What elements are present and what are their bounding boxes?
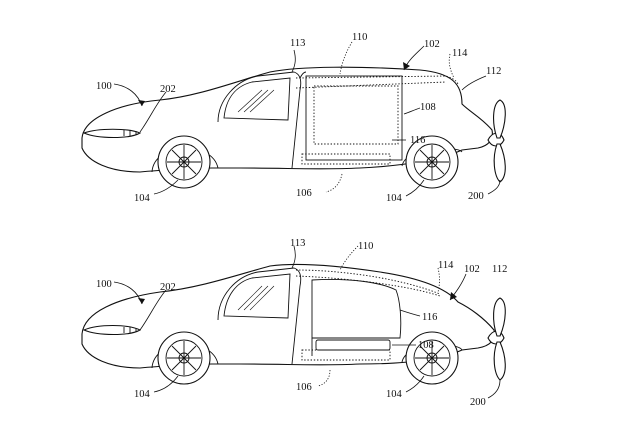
upper-cargo-compartment bbox=[313, 85, 399, 145]
upper-reference-numerals: 100 202 113 110 102 114 112 108 116 106 … bbox=[96, 32, 501, 204]
lower-door-outline bbox=[217, 267, 302, 365]
upper-roof-seam bbox=[295, 75, 459, 85]
upper-door-edge bbox=[299, 71, 307, 79]
lower-vehicle-figure bbox=[81, 263, 506, 385]
upper-label-propeller: 200 bbox=[468, 191, 484, 202]
upper-side-window bbox=[223, 77, 291, 121]
lower-label-door-edge: 113 bbox=[290, 238, 305, 249]
lower-label-vehicle: 100 bbox=[96, 279, 112, 290]
upper-label-tail-fairing: 112 bbox=[486, 66, 501, 77]
lower-label-headlight: 202 bbox=[160, 282, 176, 293]
upper-label-roof-line: 110 bbox=[352, 32, 367, 43]
upper-floor-storage bbox=[301, 153, 391, 165]
lower-cargo-door bbox=[311, 279, 402, 339]
lower-floor-storage bbox=[301, 349, 391, 361]
lower-label-aircraft-body: 102 bbox=[464, 264, 480, 275]
lower-label-rear-wheel: 104 bbox=[386, 389, 403, 400]
upper-cargo-door bbox=[305, 75, 403, 161]
lower-reference-numerals: 100 202 113 110 114 102 112 116 108 106 … bbox=[96, 238, 507, 408]
upper-roof-line-dotted bbox=[295, 81, 447, 89]
lower-front-wheel bbox=[157, 331, 211, 385]
upper-vehicle-figure bbox=[81, 66, 506, 189]
lower-window-glare bbox=[237, 285, 275, 311]
lower-label-floor-storage: 106 bbox=[296, 382, 312, 393]
upper-window-glare bbox=[237, 89, 275, 113]
upper-front-wheel bbox=[157, 135, 211, 189]
upper-label-roof-seam: 114 bbox=[452, 48, 468, 59]
upper-door-outline bbox=[217, 71, 302, 169]
upper-label-front-wheel: 104 bbox=[134, 193, 151, 204]
lower-headlight bbox=[82, 324, 142, 336]
upper-label-aircraft-body: 102 bbox=[424, 39, 440, 50]
lower-side-window bbox=[223, 273, 291, 319]
upper-label-rear-wheel: 104 bbox=[386, 193, 403, 204]
lower-label-roof-seam: 114 bbox=[438, 260, 454, 271]
upper-rear-wheel bbox=[405, 135, 459, 189]
lower-label-cargo-compartment: 108 bbox=[418, 340, 434, 351]
upper-label-vehicle: 100 bbox=[96, 81, 112, 92]
lower-roof-line-dotted bbox=[295, 269, 441, 295]
upper-propeller bbox=[487, 99, 506, 183]
lower-rear-wheel bbox=[405, 331, 459, 385]
upper-label-cargo-compartment: 108 bbox=[420, 102, 436, 113]
lower-propeller bbox=[487, 297, 506, 381]
upper-headlight bbox=[82, 128, 142, 139]
lower-label-propeller: 200 bbox=[470, 397, 486, 408]
lower-roof-seam bbox=[295, 275, 441, 297]
lower-label-cargo-door: 116 bbox=[422, 312, 437, 323]
lower-label-tail-fairing: 112 bbox=[492, 264, 507, 275]
upper-leader-lines bbox=[113, 41, 501, 197]
upper-label-headlight: 202 bbox=[160, 84, 176, 95]
lower-cargo-compartment bbox=[315, 339, 391, 351]
upper-label-floor-storage: 106 bbox=[296, 188, 312, 199]
lower-label-front-wheel: 104 bbox=[134, 389, 151, 400]
lower-label-roof-line: 110 bbox=[358, 241, 373, 252]
upper-label-door-edge: 113 bbox=[290, 38, 305, 49]
upper-label-cargo-door: 116 bbox=[410, 135, 425, 146]
lower-leader-lines bbox=[113, 245, 501, 399]
